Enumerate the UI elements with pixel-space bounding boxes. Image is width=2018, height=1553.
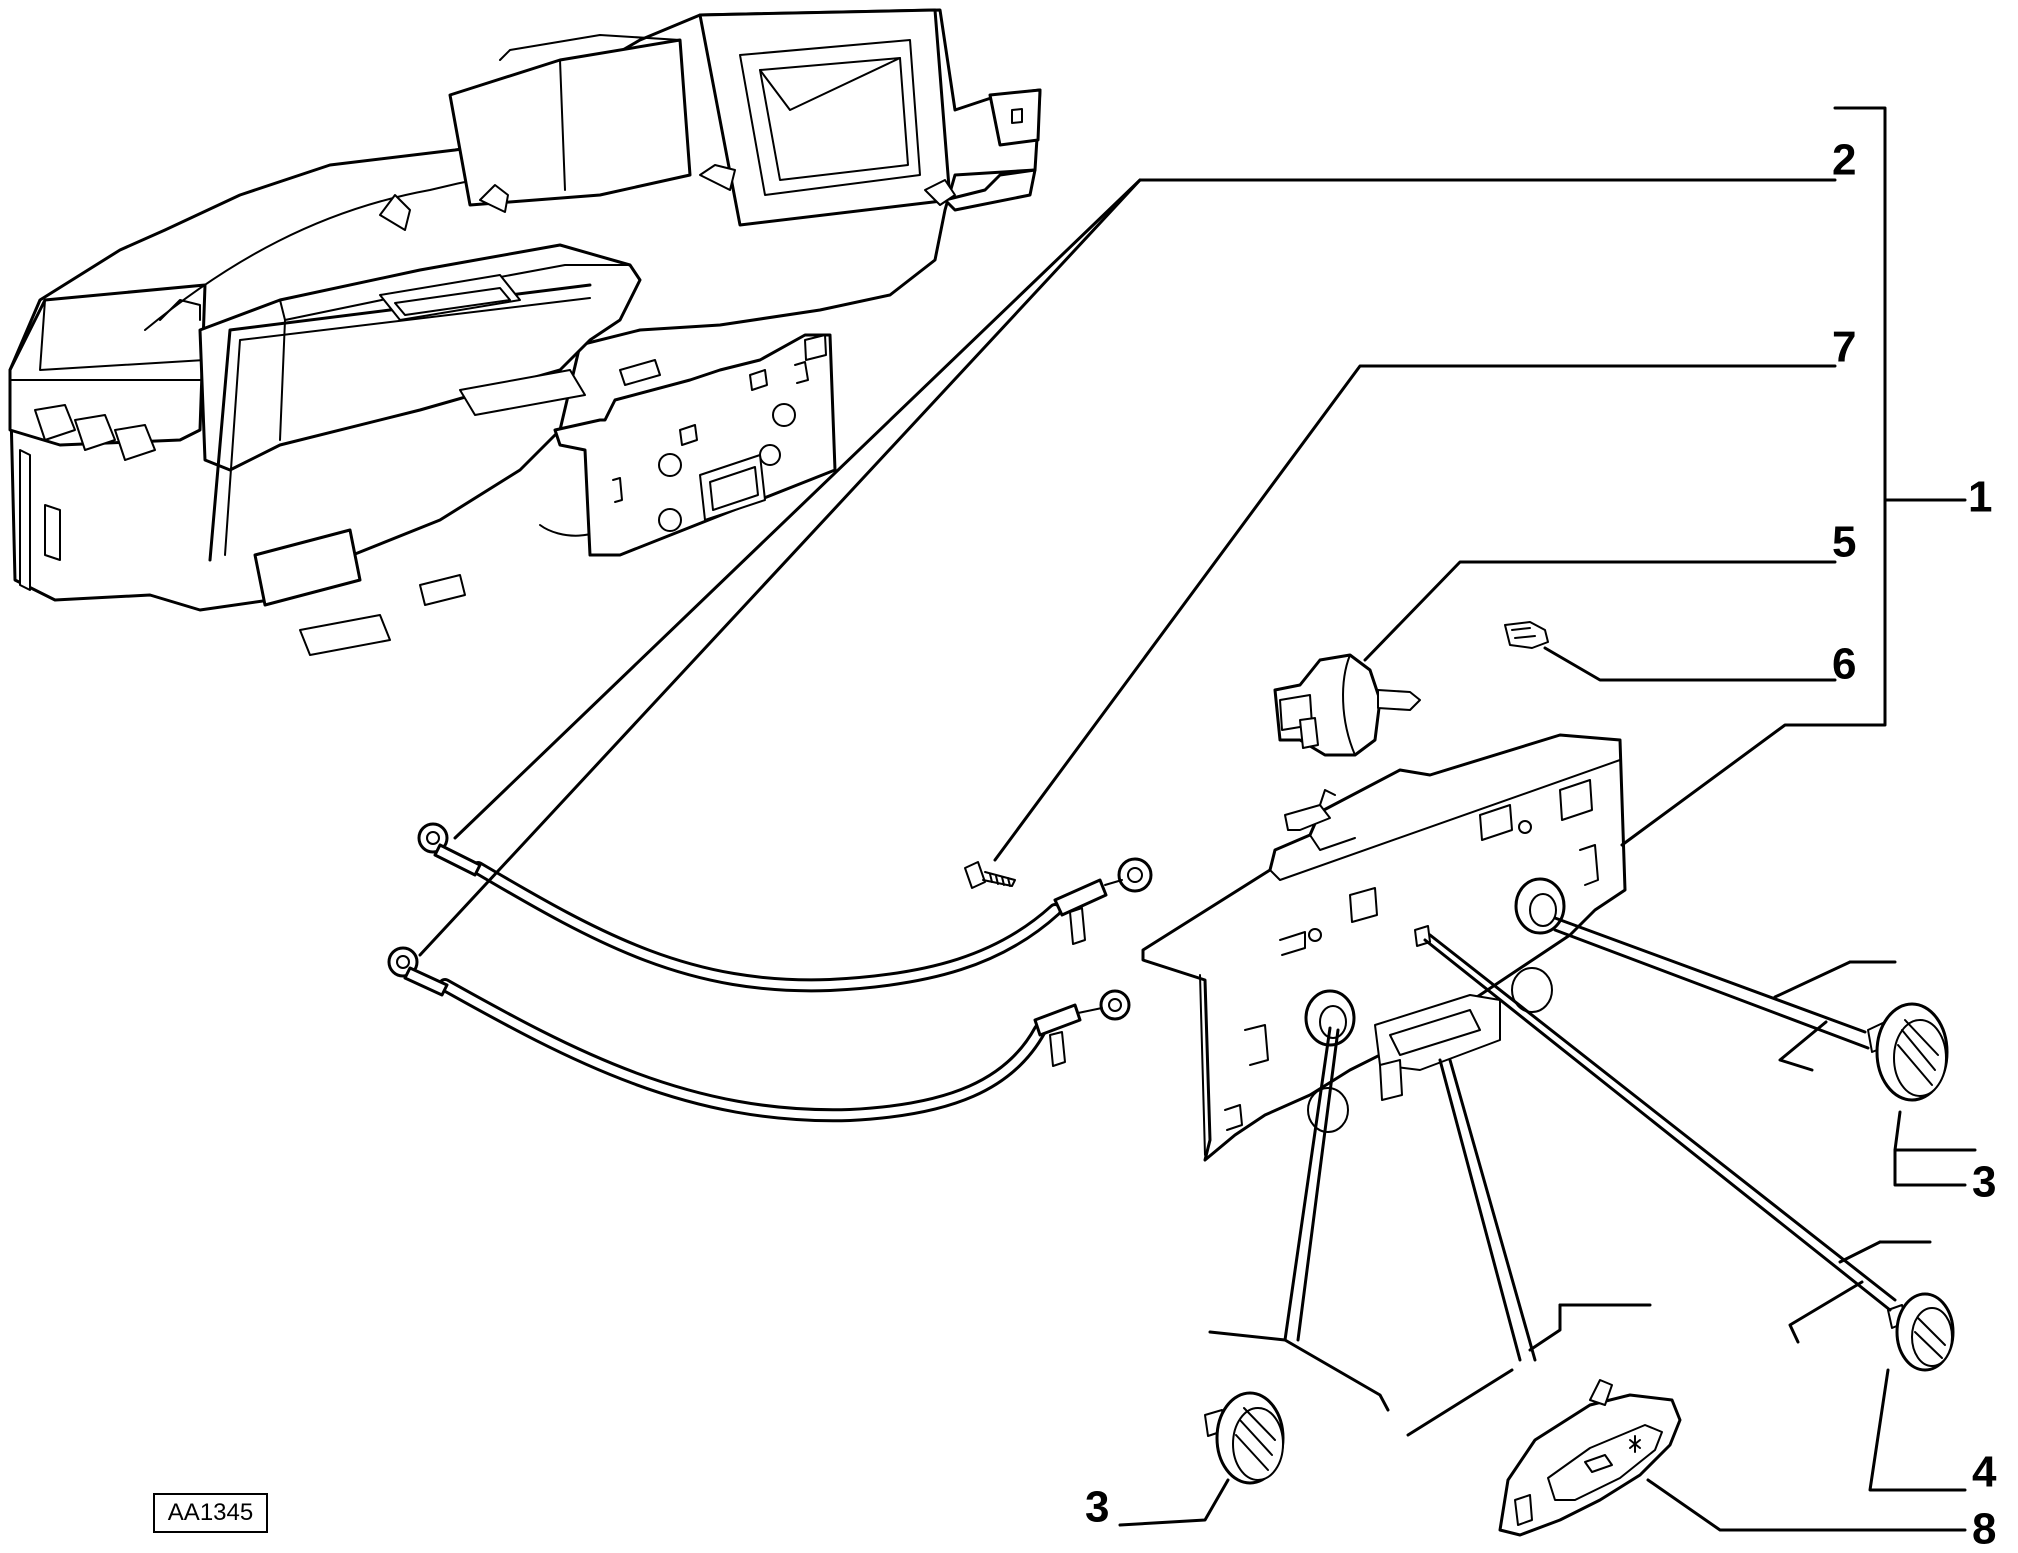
knob-small: [1887, 1292, 1955, 1372]
callout-6: 6: [1832, 640, 1856, 689]
knob-lower-left: [1204, 1391, 1285, 1485]
callout-7: 7: [1832, 323, 1856, 372]
callout-3-right: 3: [1972, 1158, 1996, 1207]
callout-2: 2: [1832, 136, 1856, 185]
bulb: [1504, 621, 1549, 649]
leader-lines: [418, 106, 1977, 1532]
drawing-code-label: AA1345: [153, 1493, 268, 1533]
control-panel: [1141, 733, 1627, 1162]
callout-1: 1: [1968, 473, 1992, 522]
callout-5: 5: [1832, 518, 1856, 567]
dial-component: [1273, 653, 1421, 757]
control-cable-upper: [417, 822, 1153, 993]
callout-3-lower: 3: [1085, 1483, 1109, 1532]
screw: [964, 861, 1016, 889]
switch-module: [1498, 1379, 1682, 1537]
control-cable-lower: [387, 946, 1131, 1123]
callout-8: 8: [1972, 1505, 1996, 1553]
heater-housing-assembly: [8, 8, 1042, 656]
callout-4: 4: [1972, 1448, 1997, 1497]
knob-right: [1867, 1002, 1949, 1102]
callout-numbers: 1 2 3 3 4 5 6 7 8: [1085, 136, 1997, 1553]
